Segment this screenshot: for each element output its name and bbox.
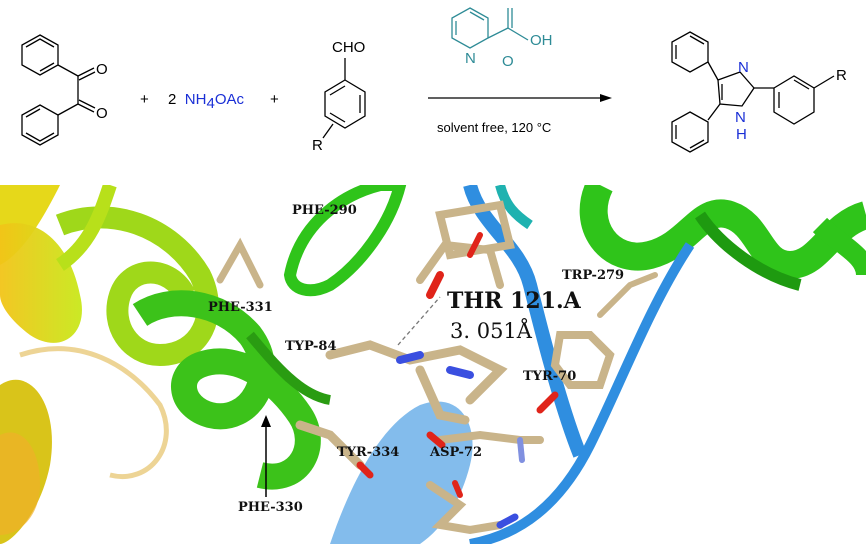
protein-helix-center — [132, 290, 332, 490]
residue-label-tyr334: TYR-334 — [337, 445, 399, 460]
residue-label-phe330: PHE-330 — [238, 500, 303, 515]
ammonium-acetate-reagent: 2 NH4OAc — [168, 91, 244, 112]
residue-label-phe331: PHE-331 — [208, 300, 273, 315]
reaction-condition: solvent free, 120 °C — [437, 120, 551, 135]
protein-ribbon-left — [0, 185, 219, 544]
reagent-tail: OAc — [215, 91, 245, 108]
imidazole-nh-nitrogen: N — [735, 109, 746, 126]
hydrogen-bond-line — [397, 296, 441, 346]
imidazole-product-structure: N N H R — [671, 31, 847, 153]
reagent-coefficient: 2 — [168, 91, 176, 108]
reagent-subscript: 4 — [206, 95, 214, 112]
residue-label-asp72: ASP-72 — [429, 445, 482, 460]
residue-label-tyr70: TYR-70 — [523, 369, 576, 384]
reaction-arrowhead — [600, 94, 612, 102]
protein-loop-phe290 — [283, 185, 407, 297]
aldehyde-group-label: CHO — [332, 39, 365, 56]
aldehyde-r-substituent: R — [312, 137, 323, 154]
catalyst-hydroxyl: OH — [530, 32, 553, 49]
residue-label-phe290: PHE-290 — [292, 203, 357, 218]
benzil-structure: O O — [21, 34, 108, 146]
imidazole-nh-hydrogen: H — [736, 126, 747, 143]
reaction-scheme: O O + 2 NH4OAc + CHO R N O OH solvent fr… — [21, 7, 847, 154]
picolinic-acid-catalyst: N O OH — [451, 7, 553, 70]
hbond-distance-label: 3. 051Å — [450, 318, 533, 343]
catalyst-nitrogen: N — [465, 50, 476, 67]
ketone-oxygen-1: O — [96, 61, 108, 78]
phe330-pointer-arrowhead — [261, 415, 271, 427]
docking-pose-render: PHE-290 TRP-279 PHE-331 TYP-84 TYR-70 TY… — [0, 185, 866, 544]
plus-sign-1: + — [140, 91, 149, 108]
residue-label-trp279: TRP-279 — [562, 268, 624, 283]
catalyst-oxygen: O — [502, 53, 514, 70]
benzaldehyde-structure: CHO R — [312, 39, 366, 154]
ketone-oxygen-2: O — [96, 105, 108, 122]
product-r-substituent: R — [836, 67, 847, 84]
hbond-residue-label: THR 121.A — [447, 288, 582, 314]
residue-label-typ84: TYP-84 — [285, 339, 337, 354]
protein-helix-right — [579, 185, 866, 291]
imidazole-nitrogen: N — [738, 59, 749, 76]
residue-sticks — [216, 200, 658, 535]
plus-sign-2: + — [270, 91, 279, 108]
reagent-formula: NH — [185, 91, 207, 108]
